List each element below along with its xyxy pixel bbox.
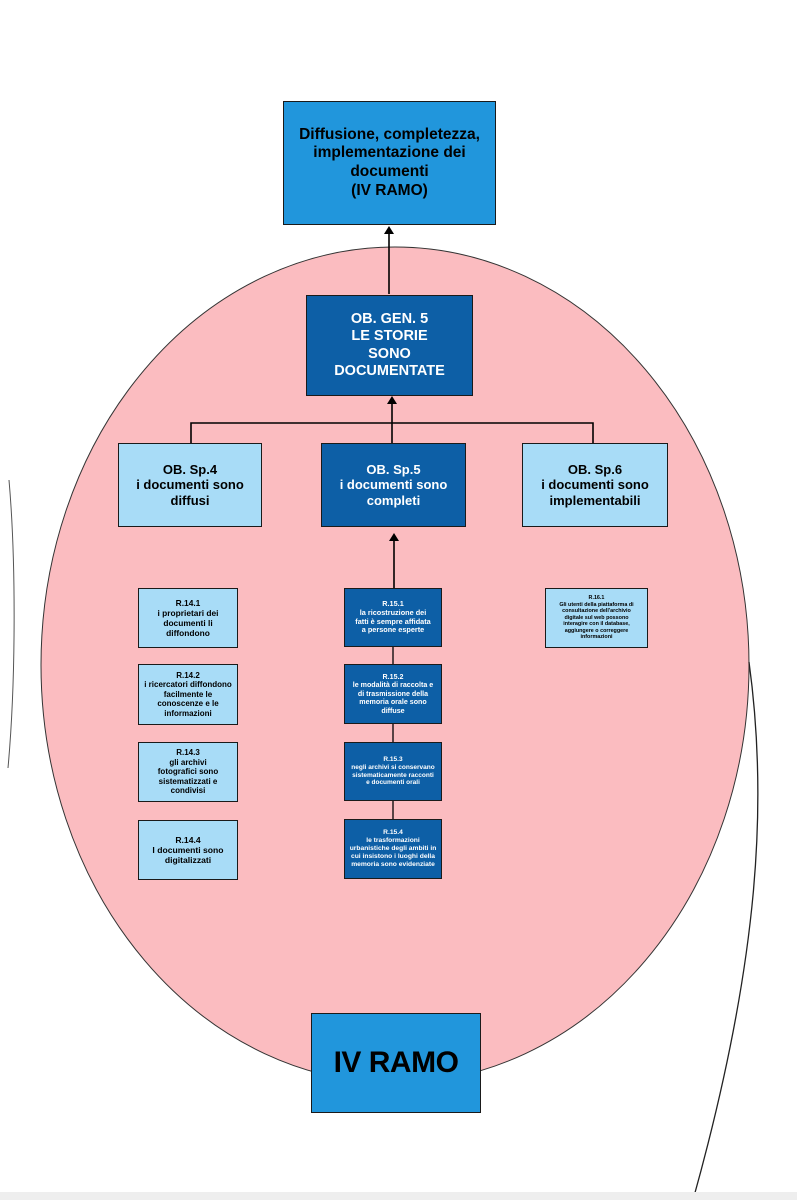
specific-objective-5-text: OB. Sp.5 i documenti sono completi (339, 461, 448, 508)
result-14-4-text: R.14.4 I documenti sono digitalizzati (152, 834, 224, 866)
arrowhead-top (384, 226, 394, 234)
branch-label-text: IV RAMO (333, 1046, 459, 1079)
result-15-1-box: R.15.1 la ricostruzione dei fatti è semp… (344, 588, 442, 647)
top-goal-box: Diffusione, completezza, implementazione… (283, 101, 496, 225)
result-14-1-box: R.14.1 i proprietari dei documenti li di… (138, 588, 238, 648)
result-14-3-box: R.14.3 gli archivi fotografici sono sist… (138, 742, 238, 802)
specific-objective-5-box: OB. Sp.5 i documenti sono completi (321, 443, 466, 527)
result-14-2-box: R.14.2 i ricercatori diffondono facilmen… (138, 664, 238, 725)
left-arc (7, 479, 15, 769)
right-curve (692, 661, 759, 1200)
specific-objective-6-text: OB. Sp.6 i documenti sono implementabili (541, 461, 649, 508)
specific-objective-4-box: OB. Sp.4 i documenti sono diffusi (118, 443, 262, 527)
specific-objective-4-text: OB. Sp.4 i documenti sono diffusi (136, 461, 244, 508)
result-15-2-box: R.15.2 le modalità di raccolta e di tras… (344, 664, 442, 724)
result-14-2-text: R.14.2 i ricercatori diffondono facilmen… (144, 670, 232, 718)
result-15-4-text: R.15.4 le trasformazioni urbanistiche de… (349, 828, 437, 869)
result-15-1-text: R.15.1 la ricostruzione dei fatti è semp… (355, 599, 431, 635)
result-15-3-text: R.15.3 negli archivi si conservano siste… (351, 755, 435, 787)
result-16-1-text: R.16.1 Gli utenti della piattaforma di c… (559, 595, 634, 641)
general-objective-box: OB. GEN. 5 LE STORIE SONO DOCUMENTATE (306, 295, 473, 396)
result-15-4-box: R.15.4 le trasformazioni urbanistiche de… (344, 819, 442, 879)
general-objective-text: OB. GEN. 5 LE STORIE SONO DOCUMENTATE (334, 310, 445, 379)
branch-label-box: IV RAMO (311, 1013, 481, 1113)
specific-objective-6-box: OB. Sp.6 i documenti sono implementabili (522, 443, 668, 527)
result-14-3-text: R.14.3 gli archivi fotografici sono sist… (157, 748, 219, 796)
result-15-2-text: R.15.2 le modalità di raccolta e di tras… (352, 672, 434, 715)
result-14-4-box: R.14.4 I documenti sono digitalizzati (138, 820, 238, 880)
result-15-3-box: R.15.3 negli archivi si conservano siste… (344, 742, 442, 801)
arrowhead-spec5 (389, 533, 399, 541)
result-14-1-text: R.14.1 i proprietari dei documenti li di… (157, 597, 219, 639)
bottom-strip (0, 1192, 797, 1200)
result-16-1-box: R.16.1 Gli utenti della piattaforma di c… (545, 588, 648, 648)
arrowhead-gen (387, 396, 397, 404)
top-goal-text: Diffusione, completezza, implementazione… (299, 125, 480, 199)
